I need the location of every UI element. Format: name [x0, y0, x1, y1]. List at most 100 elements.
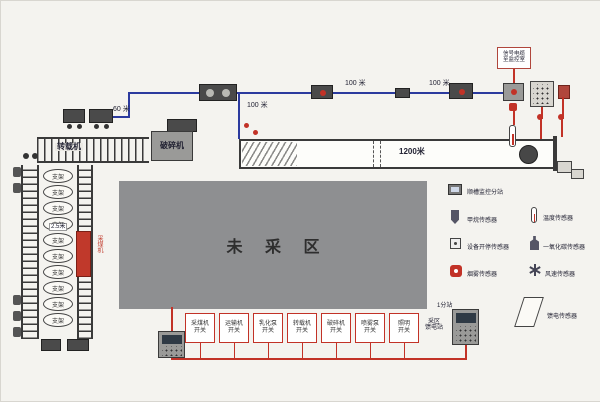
monitor-substation-device: [503, 83, 524, 101]
distance-label: 100 米: [345, 80, 366, 87]
feeder-line1: 采区: [428, 319, 441, 325]
roller-icon: [13, 295, 21, 305]
cable-coupler-device: [199, 84, 237, 101]
onoff-dot-icon: [454, 242, 457, 245]
thermometer-mercury: [533, 214, 535, 222]
sensor-dot-icon: [244, 123, 249, 128]
signal-line: [541, 107, 543, 119]
sensor-head-icon: [558, 114, 564, 120]
shearer-label: 采煤机: [96, 235, 102, 253]
support-item: 支架: [43, 297, 73, 311]
line-device: [449, 83, 473, 99]
signal-note-box: 信号电缆 至监控室: [497, 47, 531, 69]
button-grid-icon: [456, 326, 476, 342]
shearer-machine: [76, 231, 91, 277]
coupler-port-icon: [206, 89, 214, 97]
roller-icon: [13, 183, 21, 193]
pump-unit-device: [89, 109, 113, 123]
wheel-icon: [104, 124, 109, 129]
valve-icon: [509, 103, 517, 111]
switch-word: 开关: [363, 328, 376, 334]
distance-label: 60 米: [113, 106, 130, 113]
control-line: [171, 307, 173, 331]
indicator-dot-icon: [320, 90, 326, 96]
onoff-sensor-icon: [450, 238, 461, 249]
sensor-stick-icon: [539, 119, 542, 139]
smoke-sensor-icon: [450, 265, 462, 277]
drive-head-device: [67, 339, 89, 351]
station-screen-icon: [162, 335, 182, 344]
signal-line: [562, 97, 564, 119]
distance-label: 100 米: [247, 102, 268, 109]
switch-name: 乳化泵: [258, 321, 277, 328]
junction-box-device: [557, 161, 572, 173]
switch-box: 照明 开关: [389, 313, 419, 343]
cable-connector-device: [395, 88, 410, 98]
control-line: [369, 343, 371, 359]
wheel-icon: [94, 124, 99, 129]
control-bus-line: [171, 358, 467, 360]
wheel-icon: [32, 153, 38, 159]
control-line: [301, 343, 303, 359]
switch-box: 采煤机 开关: [185, 313, 215, 343]
roller-icon: [13, 327, 21, 337]
control-line: [335, 343, 337, 359]
feeder-station-device: [452, 309, 479, 345]
control-line: [403, 343, 405, 359]
legend-label: 馈电传感器: [547, 314, 578, 320]
thermometer-icon: [531, 207, 537, 223]
wheel-icon: [67, 124, 72, 129]
substation-screen-icon: [451, 187, 459, 192]
support-item: 支架: [43, 233, 73, 247]
feeder-label: 采区 馈电站: [425, 319, 443, 332]
control-line: [199, 343, 201, 359]
face-conveyor-rail: [21, 165, 39, 339]
power-box-device: [558, 85, 570, 99]
switch-box: 运输机 开关: [219, 313, 249, 343]
station-screen-icon: [456, 313, 476, 323]
line-repeater-device: [311, 85, 333, 99]
legend-label: 甲烷传感器: [467, 218, 498, 224]
distance-label: 100 米: [429, 80, 450, 87]
support-gap-label: 2.5米: [49, 223, 68, 232]
support-item: 支架: [43, 249, 73, 263]
pump-unit-device: [63, 109, 85, 123]
belt-end-plate: [553, 136, 557, 171]
support-item: 支架: [43, 169, 73, 183]
sensor-dot-icon: [253, 130, 258, 135]
switch-name: 喷雾泵: [360, 321, 379, 328]
belt-break-mark: [380, 141, 381, 167]
belt-length-label: 1200米: [399, 147, 425, 156]
wheel-icon: [23, 153, 29, 159]
control-line: [465, 345, 467, 359]
trunk-cable-branch-left: [101, 116, 130, 118]
roller-icon: [13, 311, 21, 321]
unmined-area-label: 未 采 区: [226, 239, 329, 256]
crusher-label: 破碎机: [160, 140, 184, 150]
control-line: [267, 343, 269, 359]
legend-label: 烟雾传感器: [467, 272, 498, 278]
legend-label: 风速传感器: [545, 272, 576, 278]
coupler-port-icon: [222, 89, 230, 97]
support-item: 支架: [43, 185, 73, 199]
signal-line: [513, 111, 515, 125]
switch-box: 转载机 开关: [287, 313, 317, 343]
switch-name: 转载机: [292, 321, 311, 328]
support-item: 支架: [43, 313, 73, 327]
note-line1: 信号电缆: [502, 51, 525, 58]
smoke-dot-icon: [454, 269, 458, 273]
legend-label: 一氧化碳传感器: [543, 245, 586, 251]
belt-hatch-pattern: [242, 142, 297, 166]
switch-word: 开关: [329, 328, 342, 334]
switch-name: 破碎机: [326, 321, 345, 328]
switch-word: 开关: [397, 328, 410, 334]
support-item: 支架: [43, 201, 73, 215]
sensor-stick-icon: [560, 119, 563, 137]
control-line: [233, 343, 235, 359]
legend-label: 温度传感器: [543, 216, 574, 222]
switch-word: 开关: [261, 328, 274, 334]
drive-drum-icon: [519, 145, 538, 164]
local-station-device: [158, 331, 185, 358]
methane-sensor-icon: [451, 210, 459, 224]
